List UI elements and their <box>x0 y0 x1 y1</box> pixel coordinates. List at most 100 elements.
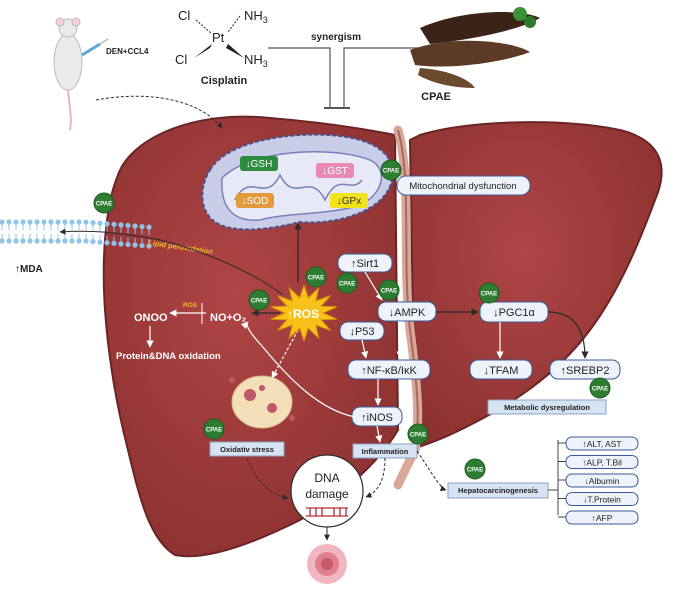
lab-marker-item: ↑AFP <box>558 510 639 525</box>
cisplatin-label: Cisplatin <box>201 75 248 87</box>
srebp2-box: ↑SREBP2 <box>549 359 621 380</box>
svg-text:Metabolic dysregulation: Metabolic dysregulation <box>504 403 590 412</box>
lab-marker-label: ↓T.Protein <box>583 495 621 505</box>
cpae-badge-label: CPAE <box>308 276 324 282</box>
ampk-box: ↓AMPK <box>377 301 437 322</box>
inflammation-box: Inflammation <box>352 443 418 459</box>
cpae-badge: CPAE <box>305 266 327 288</box>
liver-right-lobe <box>102 115 400 558</box>
lab-marker-item: ↓Albumin <box>558 473 639 488</box>
oxidative-to-dna-arrow <box>246 457 289 501</box>
cpae-badge-label: CPAE <box>206 428 222 434</box>
ros-to-cell-arrow <box>271 329 299 379</box>
cpae-top-label: CPAE <box>421 91 451 103</box>
inflammation-to-dna-arrow <box>365 457 386 498</box>
gst-label: ↓GST <box>322 166 348 177</box>
inos-box: ↑iNOS <box>351 406 403 427</box>
cpae-badge: CPAE <box>378 279 400 301</box>
pgc1a-to-srebp2-arrow <box>547 311 589 359</box>
mda-label: ↑MDA <box>15 264 43 275</box>
liver-left-lobe <box>408 121 663 450</box>
svg-text:Cl: Cl <box>175 52 187 67</box>
damaged-cell-icon <box>229 375 295 429</box>
svg-text:↑iNOS: ↑iNOS <box>361 412 393 424</box>
gst-pill: ↓GST <box>316 163 354 178</box>
ros-label: ↑ROS <box>287 307 319 321</box>
dna-damage-node: DNA damage <box>290 454 364 528</box>
lab-marker-label: ↑AFP <box>592 513 613 523</box>
ros-burst-icon: ↑ROS <box>270 283 338 343</box>
center-pathway-arrows <box>240 271 404 443</box>
cpae-badge: CPAE <box>248 289 270 311</box>
cpae-badge-label: CPAE <box>592 387 608 393</box>
cpae-badge: CPAE <box>464 458 486 480</box>
carob-pod-icon <box>410 7 540 88</box>
svg-text:↑SREBP2: ↑SREBP2 <box>561 365 610 377</box>
lab-marker-label: ↓Albumin <box>585 476 620 486</box>
cell-membrane <box>0 219 152 249</box>
no-o2-label: NO+O₂ <box>210 312 246 324</box>
tfam-box: ↓TFAM <box>469 359 533 380</box>
mouse-icon <box>53 17 109 131</box>
cisplatin-structure: Cl Pt Cl NH3 NH3 <box>175 8 268 69</box>
model-label: DEN+CCL4 <box>106 47 149 56</box>
cpae-badge-label: CPAE <box>381 289 397 295</box>
cpae-badge: CPAE <box>589 377 611 399</box>
nfkb-box: ↑NF-κB/IκK <box>347 359 431 380</box>
sirt1-box: ↑Sirt1 <box>337 253 393 273</box>
gpx-pill: ↓GPx <box>330 193 368 208</box>
svg-text:Mitochondrial dysfunction: Mitochondrial dysfunction <box>409 181 516 192</box>
synergism-label: synergism <box>311 32 361 43</box>
cpae-badge: CPAE <box>380 159 402 181</box>
svg-text:damage: damage <box>305 487 349 501</box>
svg-text:Hepatocarcinogenesis: Hepatocarcinogenesis <box>458 486 538 495</box>
mouse-to-liver-arrow <box>95 95 223 129</box>
lab-marker-item: ↑ALT, AST <box>558 436 639 451</box>
onoo-label: ONOO <box>134 312 168 324</box>
svg-text:↓AMPK: ↓AMPK <box>389 307 426 319</box>
gpx-label: ↓GPx <box>337 196 361 207</box>
cpae-badge: CPAE <box>336 272 358 294</box>
mitochondrial-dysfunction-box: Mitochondrial dysfunction <box>396 175 531 196</box>
cpae-badge: CPAE <box>93 192 115 214</box>
lab-marker-item: ↓T.Protein <box>558 492 639 506</box>
svg-text:↓PGC1α: ↓PGC1α <box>493 307 535 319</box>
hepatocarcinogenesis-box: Hepatocarcinogenesis <box>447 482 549 499</box>
lab-marker-list: ↑ALT, AST ↑ALP, T.Bil ↓Albumin ↓T.Protein ↑A… <box>558 436 639 525</box>
tumor-cell-icon <box>307 544 347 584</box>
svg-text:↑NF-κB/IκK: ↑NF-κB/IκK <box>361 365 417 377</box>
cpae-badge-label: CPAE <box>96 202 112 208</box>
svg-text:Pt: Pt <box>212 30 225 45</box>
cpae-badge-label: CPAE <box>339 282 355 288</box>
protein-dna-label: Protein&DNA oxidation <box>116 351 221 362</box>
dna-strand-icon <box>306 507 348 517</box>
ros-small-label: ROS <box>183 302 198 309</box>
cpae-badge-label: CPAE <box>383 169 399 175</box>
pgc1a-box: ↓PGC1α <box>479 301 549 323</box>
sod-pill: ↓SOD <box>236 193 274 208</box>
svg-text:Cl: Cl <box>178 8 190 23</box>
ros-to-membrane-arrow <box>59 228 284 296</box>
cpae-badge-label: CPAE <box>251 299 267 305</box>
svg-text:Oxidativ stress: Oxidativ stress <box>220 445 274 454</box>
cpae-badges: CPAE CPAE CPAE CPAE CPAE CPAE CPAE CPAE CPAE CPAE… <box>93 159 611 480</box>
svg-text:↓TFAM: ↓TFAM <box>484 365 519 377</box>
lab-marker-label: ↑ALP, T.Bil <box>582 458 622 468</box>
cpae-badge-label: CPAE <box>410 433 426 439</box>
cpae-badge-label: CPAE <box>467 468 483 474</box>
cpae-badge: CPAE <box>478 282 500 304</box>
lab-marker-label: ↑ALT, AST <box>582 439 621 449</box>
svg-text:NH3: NH3 <box>244 52 268 69</box>
marker-bracket <box>548 440 559 515</box>
cpae-badge: CPAE <box>203 418 225 440</box>
svg-text:DNA: DNA <box>314 471 339 485</box>
metabolic-dysregulation-box: Metabolic dysregulation <box>487 399 607 415</box>
svg-text:↓P53: ↓P53 <box>349 326 374 338</box>
oxidative-stress-box: Oxidativ stress <box>209 441 285 457</box>
inflammation-to-hcc-arrow <box>416 450 447 492</box>
p53-box: ↓P53 <box>339 321 385 341</box>
cpae-badge-label: CPAE <box>481 292 497 298</box>
synergism-connector <box>268 47 420 109</box>
